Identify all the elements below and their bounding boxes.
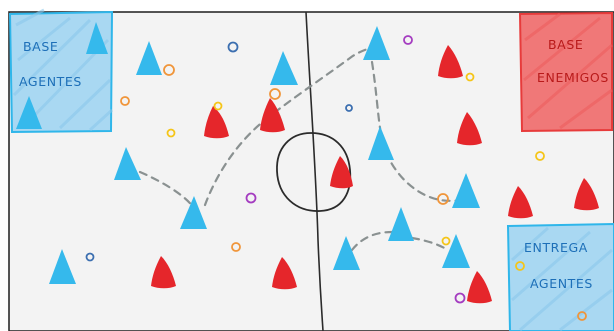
delivery-label-line1: ENTREGA xyxy=(524,240,588,255)
enemy-base-label-line1: BASE xyxy=(548,37,583,52)
agent-base-label-line2: AGENTES xyxy=(19,74,82,89)
delivery-label-line2: AGENTES xyxy=(530,276,593,291)
agent-base-label-line1: BASE xyxy=(23,39,58,54)
delivery-zone: ENTREGA AGENTES xyxy=(508,224,614,331)
enemy-base-zone: BASE ENEMIGOS xyxy=(520,13,612,131)
enemy-base-label-line2: ENEMIGOS xyxy=(537,70,609,85)
